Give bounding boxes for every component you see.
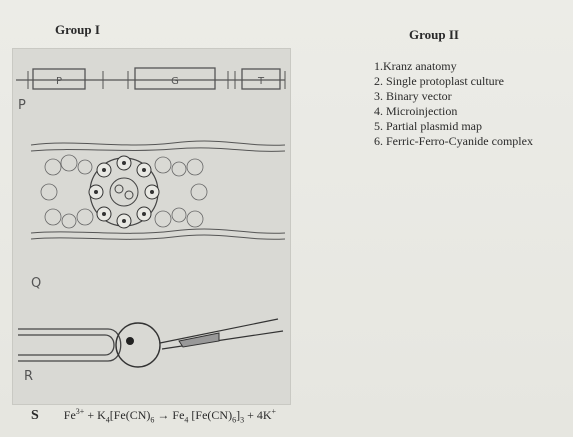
list-item: 2. Single protoplast culture	[374, 74, 504, 88]
equation-text: Fe3+ + K4[Fe(CN)6 → Fe4 [Fe(CN)6]3 + 4K+	[63, 407, 277, 425]
plasmid-map-figure: P G T	[16, 67, 286, 90]
group-2-heading: Group II	[409, 27, 459, 42]
figure-panel: P G T P	[12, 48, 291, 405]
kranz-anatomy-figure	[30, 140, 286, 240]
group-1-heading: Group I	[55, 22, 100, 37]
list-item: 5. Partial plasmid map	[374, 119, 482, 133]
equation-row: S Fe3+ + K4[Fe(CN)6 → Fe4 [Fe(CN)6]3 + 4…	[31, 407, 276, 424]
microinjection-figure	[18, 318, 284, 368]
box-label-g: G	[171, 76, 179, 87]
equation-label-s: S	[31, 408, 39, 423]
list-item: 1.Kranz anatomy	[374, 59, 457, 73]
box-label-p: P	[56, 76, 62, 87]
box-label-t: T	[257, 76, 265, 87]
figure-label-p: P	[18, 98, 26, 113]
list-item: 6. Ferric-Ferro-Cyanide complex	[374, 134, 533, 148]
figure-label-r: R	[24, 369, 34, 384]
list-item: 3. Binary vector	[374, 89, 452, 103]
group-2-list: 1.Kranz anatomy 2. Single protoplast cul…	[374, 59, 533, 149]
list-item: 4. Microinjection	[374, 104, 458, 118]
figure-label-q: Q	[31, 276, 42, 291]
